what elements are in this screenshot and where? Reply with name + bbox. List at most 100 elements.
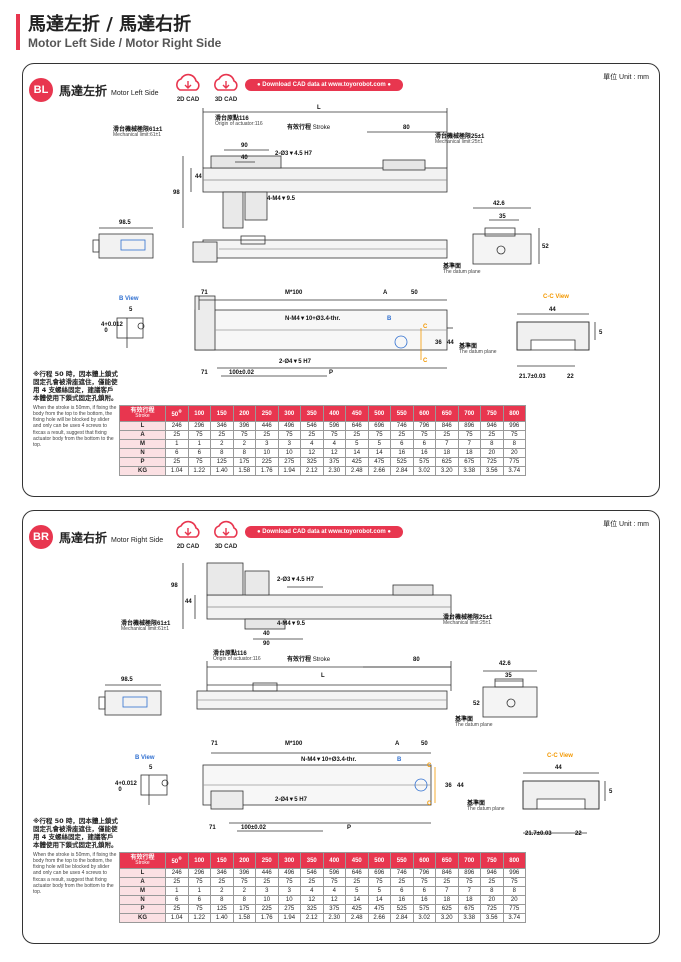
dim-22: 22: [567, 374, 574, 380]
table-cell: 3.74: [502, 913, 526, 923]
dim-52: 52: [473, 701, 480, 707]
panel-title-zh: 馬達左折: [59, 84, 108, 98]
table-cell: 175: [232, 457, 256, 467]
table-cell: 16: [412, 895, 436, 905]
stroke-col-header: 700: [457, 852, 481, 869]
stroke-text: 有效行程: [287, 125, 312, 131]
table-cell: 896: [457, 868, 481, 878]
download-cad-link[interactable]: ● Download CAD data at www.toyorobot.com…: [245, 79, 404, 91]
row-key: P: [119, 457, 166, 467]
table-cell: 625: [435, 904, 459, 914]
dim-40: 40: [241, 155, 248, 161]
table-cell: 75: [187, 904, 211, 914]
download-cad-link[interactable]: ● Download CAD data at www.toyorobot.com…: [245, 526, 404, 538]
datum-en: The datum plane: [455, 722, 493, 728]
table-cell: 16: [390, 448, 414, 458]
table-cell: 246: [165, 421, 189, 431]
table-cell: 20: [480, 895, 504, 905]
table-cell: 3: [277, 439, 301, 449]
c-view-label: C-C View: [547, 753, 573, 759]
stroke-col-header: 100: [187, 852, 211, 869]
cad-3d-label: 3D CAD: [214, 97, 238, 103]
cloud-download-icon: [214, 73, 238, 91]
stroke-col-header: 50※: [165, 405, 189, 422]
table-cell: 8: [480, 886, 504, 896]
table-cell: 25: [165, 904, 189, 914]
b-view-label: B View: [119, 296, 139, 302]
table-cell: 525: [390, 904, 414, 914]
section-C-top: C: [423, 324, 428, 330]
table-cell: 1.58: [232, 466, 256, 476]
dim-36: 36: [445, 783, 452, 789]
dim-44-c: 44: [555, 765, 562, 771]
table-cell: 8: [210, 448, 234, 458]
table-cell: 1.04: [165, 466, 189, 476]
table-cell: 2.12: [300, 466, 324, 476]
table-cell: 14: [345, 448, 369, 458]
table-cell: 3.02: [412, 913, 436, 923]
table-cell: 25: [345, 877, 369, 887]
table-cell: 575: [412, 904, 436, 914]
table-cell: 2.84: [390, 913, 414, 923]
row-key: M: [119, 886, 166, 896]
table-cell: 675: [457, 904, 481, 914]
table-cell: 475: [367, 457, 391, 467]
cad-3d-button[interactable]: 3D CAD: [211, 72, 241, 103]
table-cell: 6: [165, 895, 189, 905]
cad-2d-button[interactable]: 2D CAD: [173, 72, 203, 103]
table-cell: 8: [232, 448, 256, 458]
section-B-marker: B: [387, 316, 392, 322]
table-cell: 75: [502, 430, 526, 440]
stroke-col-header: 550: [390, 852, 414, 869]
table-cell: 475: [367, 904, 391, 914]
stroke-col-header: 200: [232, 405, 256, 422]
row-key: P: [119, 904, 166, 914]
mech61-en: Mechanical limit:61±1: [113, 132, 162, 138]
table-cell: 3: [255, 886, 279, 896]
cad-2d-button[interactable]: 2D CAD: [173, 519, 203, 550]
dim-90: 90: [263, 641, 270, 647]
unit-label: 單位 Unit : mm: [603, 521, 649, 528]
table-cell: 546: [300, 421, 324, 431]
table-cell: 6: [390, 439, 414, 449]
stroke-col-header: 400: [322, 852, 346, 869]
panel-title-en: Motor Right Side: [111, 537, 164, 544]
table-cell: 75: [232, 430, 256, 440]
page-title: 馬達左折 / 馬達右折: [28, 14, 192, 35]
table-cell: 25: [480, 877, 504, 887]
table-cell: 10: [277, 448, 301, 458]
table-cell: 75: [367, 430, 391, 440]
table-cell: 1.58: [232, 913, 256, 923]
table-cell: 2: [210, 886, 234, 896]
stroke-header-zh: 有效行程: [130, 855, 155, 861]
table-cell: 1.94: [277, 466, 301, 476]
stroke-en: Stroke: [312, 657, 331, 663]
table-cell: 3.56: [480, 466, 504, 476]
table-cell: 25: [435, 877, 459, 887]
table-cell: 20: [480, 448, 504, 458]
table-cell: 2.30: [322, 913, 346, 923]
cad-3d-button[interactable]: 3D CAD: [211, 519, 241, 550]
stroke-col-header: 450: [345, 405, 369, 422]
dim-22: 22: [575, 831, 582, 837]
table-cell: 18: [435, 448, 459, 458]
b-view-label: B View: [135, 755, 155, 761]
mech61-en: Mechanical limit:61±1: [121, 626, 170, 632]
table-cell: 75: [277, 877, 301, 887]
table-cell: 696: [367, 868, 391, 878]
table-cell: 8: [480, 439, 504, 449]
table-cell: 1.04: [165, 913, 189, 923]
table-cell: 6: [187, 895, 211, 905]
stroke-col-header: 500: [367, 405, 391, 422]
datum-text: 基準面: [455, 717, 474, 723]
stroke-col-header: 800: [502, 405, 526, 422]
table-cell: 12: [300, 895, 324, 905]
table-cell: 75: [367, 877, 391, 887]
